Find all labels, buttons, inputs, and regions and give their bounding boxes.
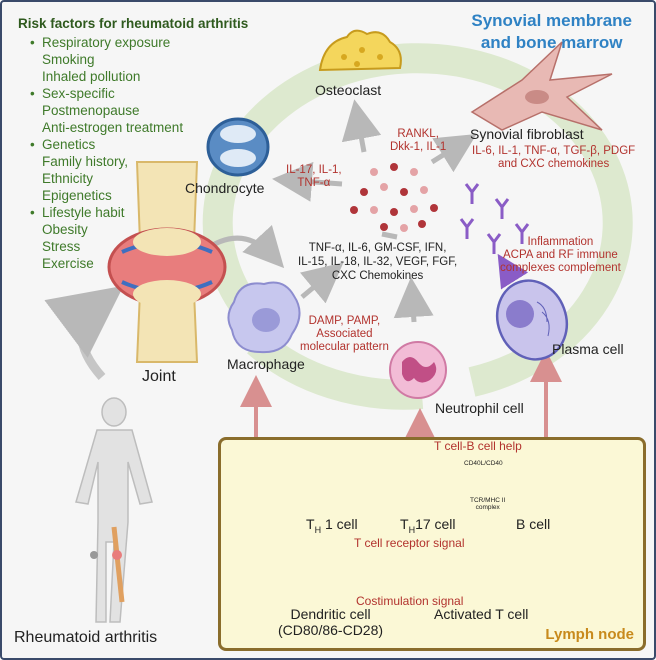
risk-item: Family history, xyxy=(42,154,129,169)
damp-line2: Associated xyxy=(316,328,373,340)
risk-item: Obesity xyxy=(42,222,88,237)
risk-item: Smoking xyxy=(42,52,95,67)
fib-line2: and CXC chemokines xyxy=(497,158,610,170)
fibroblast-mediators: IL-6, IL-1, TNF-α, TGF-β, PDGF and CXC c… xyxy=(472,145,635,171)
tcr-line1: TCR/MHC II xyxy=(470,497,506,504)
tcr-line2: complex xyxy=(475,504,500,511)
risk-item: Epigenetics xyxy=(42,188,112,203)
chondro-line2: TNF-α xyxy=(297,177,331,189)
antibodies xyxy=(459,183,530,254)
plasma-graphic xyxy=(495,279,569,361)
lymph-node-box xyxy=(218,437,646,651)
th1-label: TH 1 cell xyxy=(306,516,358,535)
damp-line1: DAMP, PAMP, xyxy=(308,315,381,327)
fib-line1: IL-6, IL-1, TNF-α, TGF-β, PDGF xyxy=(472,145,636,157)
region-title-line1: Synovial membrane xyxy=(471,11,632,30)
damp-mediators: DAMP, PAMP, Associated molecular pattern xyxy=(300,315,389,354)
risk-factors-title: Risk factors for rheumatoid arthritis xyxy=(18,16,249,31)
infl-line2: ACPA and RF immune xyxy=(502,249,618,261)
fibroblast-graphic xyxy=(470,41,613,131)
chondrocyte-graphic xyxy=(206,117,270,177)
infl-line1: Inflammation xyxy=(527,236,594,248)
plasma-label: Plasma cell xyxy=(552,341,624,357)
risk-item: Inhaled pollution xyxy=(42,69,141,84)
tcr-complex-label: TCR/MHC II complex xyxy=(470,497,505,511)
gray-arrows xyxy=(44,99,477,380)
chondrocyte-label: Chondrocyte xyxy=(185,180,265,196)
cytokine-line3: CXC Chemokines xyxy=(331,270,424,282)
joint-graphic xyxy=(107,161,227,363)
risk-category: Respiratory exposure xyxy=(30,34,183,51)
infl-line3: complexes complement xyxy=(500,262,621,274)
region-title-line2: and bone marrow xyxy=(480,33,623,52)
bcell-label: B cell xyxy=(516,516,551,532)
risk-item: Stress xyxy=(42,239,81,254)
macrophage-graphic xyxy=(227,281,301,354)
damp-line3: molecular pattern xyxy=(300,341,389,353)
human-body xyxy=(75,397,153,623)
osteoclast-label: Osteoclast xyxy=(315,82,382,98)
pink-arrows xyxy=(240,350,562,440)
region-title: Synovial membrane and bone marrow xyxy=(471,10,632,54)
tcell-bcell-help-label: T cell-B cell help xyxy=(434,439,522,453)
tcr-signal-label: T cell receptor signal xyxy=(354,536,465,550)
macrophage-label: Macrophage xyxy=(227,356,305,372)
fibroblast-label: Synovial fibroblast xyxy=(470,126,584,142)
costim-label: Costimulation signal xyxy=(356,594,464,608)
rankl-mediators: RANKL, Dkk-1, IL-1 xyxy=(390,128,446,154)
cycle-arrow xyxy=(202,43,633,410)
cytokine-dots xyxy=(350,163,438,232)
central-cytokines: TNF-α, IL-6, GM-CSF, IFN, IL-15, IL-18, … xyxy=(298,241,457,283)
chondro-mediators: IL-17, IL-1, TNF-α xyxy=(286,164,342,190)
risk-item: Anti-estrogen treatment xyxy=(42,120,184,135)
inflammation-mediators: Inflammation ACPA and RF immune complexe… xyxy=(500,236,621,275)
cytokine-line1: TNF-α, IL-6, GM-CSF, IFN, xyxy=(308,242,447,254)
osteoclast-graphic xyxy=(318,29,402,72)
lymph-node-title: Lymph node xyxy=(545,626,634,643)
cytokine-line2: IL-15, IL-18, IL-32, VEGF, FGF, xyxy=(298,256,458,268)
dendritic-label: Dendritic cell (CD80/86-CD28) xyxy=(278,606,383,638)
disease-label: Rheumatoid arthritis xyxy=(14,629,158,646)
risk-item: Ethnicity xyxy=(42,171,94,186)
rankl-line2: Dkk-1, IL-1 xyxy=(390,141,447,153)
cd40-label: CD40L/CD40 xyxy=(464,460,503,467)
risk-category: Lifestyle habit xyxy=(30,204,183,221)
activated-tcell-label: Activated T cell xyxy=(434,606,529,622)
dendritic-line2: (CD80/86-CD28) xyxy=(278,622,384,638)
neutrophil-graphic xyxy=(389,341,447,399)
joint-label: Joint xyxy=(142,368,176,385)
risk-category: Sex-specific xyxy=(30,85,183,102)
rankl-line1: RANKL, xyxy=(397,128,439,140)
chondro-line1: IL-17, IL-1, xyxy=(286,164,342,176)
neutrophil-label: Neutrophil cell xyxy=(435,400,524,416)
risk-item: Postmenopause xyxy=(42,103,140,118)
risk-item: Exercise xyxy=(42,256,94,271)
risk-category: Genetics xyxy=(30,136,183,153)
th17-label: TH17 cell xyxy=(400,516,456,535)
dendritic-line1: Dendritic cell xyxy=(290,606,371,622)
